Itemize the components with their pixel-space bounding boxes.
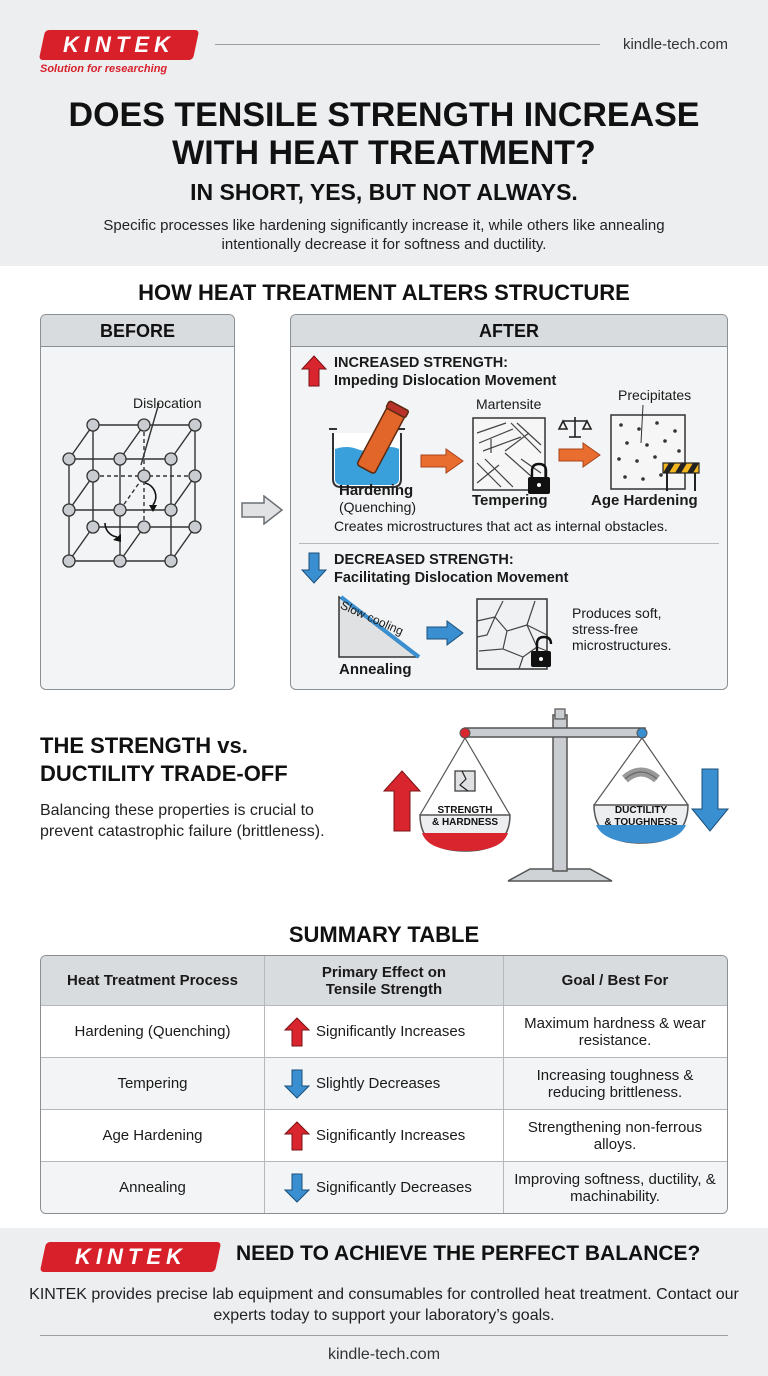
cta-footer: KINTEK NEED TO ACHIEVE THE PERFECT BALAN… (0, 1228, 768, 1376)
decrease-caption: Produces soft, stress-free microstructur… (572, 605, 672, 653)
structure-section-title: HOW HEAT TREATMENT ALTERS STRUCTURE (138, 280, 630, 305)
slow-cooling-ramp-icon (338, 595, 421, 659)
before-after-arrow-icon (241, 495, 284, 525)
goal-cell: Improving softness, ductility, & machina… (514, 1170, 716, 1205)
page-title: DOES TENSILE STRENGTH INCREASE WITH HEAT… (68, 96, 700, 172)
process-cell: Hardening (Quenching) (41, 1006, 265, 1057)
increase-process-diagram (329, 400, 700, 494)
kintek-logo-footer[interactable]: KINTEK (39, 1242, 222, 1272)
effect-cell: Significantly Increases (265, 1006, 504, 1057)
goal-cell: Strengthening non-ferrous alloys. (527, 1118, 703, 1153)
effect-cell: Significantly Decreases (265, 1162, 504, 1213)
lock-icon (528, 462, 550, 494)
after-panel-header: AFTER (291, 315, 727, 347)
table-body: Hardening (Quenching) Significantly Incre… (41, 1005, 727, 1213)
cracked-block-icon (454, 770, 476, 792)
before-panel: BEFORE Dislocation (40, 314, 235, 690)
summary-table: Heat Treatment Process Primary Effect on… (40, 955, 728, 1214)
ductility-down-arrow-icon (690, 768, 730, 832)
right-pan-label-1: DUCTILITY (615, 805, 668, 816)
martensite-label: Martensite (476, 396, 542, 412)
table-row: Hardening (Quenching) Significantly Incre… (41, 1005, 727, 1057)
table-row: Age Hardening Significantly Increases Stre… (41, 1109, 727, 1161)
table-row: Tempering Slightly Decreases Increasing to… (41, 1057, 727, 1109)
hero-section: KINTEK Solution for researching kindle-t… (0, 0, 768, 266)
process-cell: Tempering (41, 1058, 265, 1109)
tempering-label: Tempering (472, 492, 548, 509)
table-header-effect: Primary Effect on Tensile Strength (265, 956, 504, 1005)
after-panel: AFTER INCREASED STRENGTH: Impeding Dislo… (290, 314, 728, 690)
increase-arrow-icon (284, 1120, 310, 1150)
decrease-arrow-icon (284, 1173, 310, 1203)
tradeoff-text: Balancing these properties is crucial to… (40, 802, 325, 840)
goal-cell: Maximum hardness & wear resistance. (524, 1014, 706, 1049)
decrease-arrow-icon (284, 1069, 310, 1099)
increase-arrow-icon (301, 355, 327, 387)
table-header-goal: Goal / Best For (561, 972, 669, 989)
kintek-logo[interactable]: KINTEK (38, 30, 200, 60)
crystal-lattice-diagram (62, 402, 202, 568)
effect-cell: Significantly Increases (265, 1110, 504, 1161)
site-link-top[interactable]: kindle-tech.com (622, 36, 728, 53)
table-row: Annealing Significantly Decreases Improvin… (41, 1161, 727, 1213)
effect-cell: Slightly Decreases (265, 1058, 504, 1109)
goal-cell: Increasing toughness & reducing brittlen… (536, 1066, 694, 1101)
effect-text: Significantly Decreases (316, 1179, 472, 1196)
annealing-label: Annealing (339, 661, 412, 678)
hot-workpiece-icon (356, 400, 410, 474)
cta-title: NEED TO ACHIEVE THE PERFECT BALANCE? (236, 1242, 701, 1265)
effect-text: Significantly Increases (316, 1023, 466, 1040)
site-link-bottom[interactable]: kindle-tech.com (327, 1346, 441, 1363)
brand-tagline: Solution for researching (40, 63, 168, 75)
left-pan-label-2: & HARDNESS (432, 817, 498, 828)
decreased-strength-heading: DECREASED STRENGTH: Facilitating Disloca… (334, 552, 569, 586)
table-header-process: Heat Treatment Process (41, 956, 265, 1005)
decrease-process-diagram (338, 595, 553, 670)
before-panel-header: BEFORE (41, 315, 234, 347)
increase-arrow-icon (284, 1016, 310, 1046)
hardening-label: Hardening (339, 482, 414, 499)
effect-text: Slightly Decreases (316, 1075, 441, 1092)
tradeoff-title: THE STRENGTH vs. DUCTILITY TRADE-OFF (40, 733, 288, 786)
table-header-row: Heat Treatment Process Primary Effect on… (41, 956, 727, 1005)
increase-caption: Creates microstructures that act as inte… (334, 518, 668, 534)
process-cell: Annealing (41, 1162, 265, 1213)
effect-text: Significantly Increases (316, 1127, 466, 1144)
increased-strength-heading: INCREASED STRENGTH: Impeding Dislocation… (334, 355, 557, 389)
balance-scale-icon (557, 417, 593, 438)
dislocation-label: Dislocation (133, 395, 202, 411)
unlock-icon (531, 635, 553, 667)
header-divider (215, 44, 600, 45)
process-cell: Age Hardening (41, 1110, 265, 1161)
decrease-arrow-icon (301, 552, 327, 584)
barrier-icon (662, 462, 700, 491)
precipitates-texture (610, 404, 686, 490)
footer-divider (40, 1335, 728, 1336)
strength-up-arrow-icon (382, 770, 422, 832)
right-pan-label-2: & TOUGHNESS (604, 817, 677, 828)
precipitates-label: Precipitates (618, 387, 692, 403)
quenching-label: (Quenching) (339, 499, 417, 515)
left-pan-label-1: STRENGTH (438, 805, 493, 816)
martensite-texture (472, 417, 546, 491)
summary-section-title: SUMMARY TABLE (288, 922, 480, 947)
grain-structure-texture (476, 598, 548, 670)
cta-text: KINTEK provides precise lab equipment an… (29, 1286, 739, 1324)
bent-bar-icon (622, 767, 660, 783)
page-subtitle: IN SHORT, YES, BUT NOT ALWAYS. (190, 179, 578, 205)
after-panel-divider (299, 543, 719, 544)
intro-text: Specific processes like hardening signif… (103, 217, 665, 253)
strength-ductility-scale: STRENGTH & HARDNESS DUCTILITY & TOUGHNES… (382, 708, 730, 882)
age-hardening-label: Age Hardening (591, 492, 698, 509)
